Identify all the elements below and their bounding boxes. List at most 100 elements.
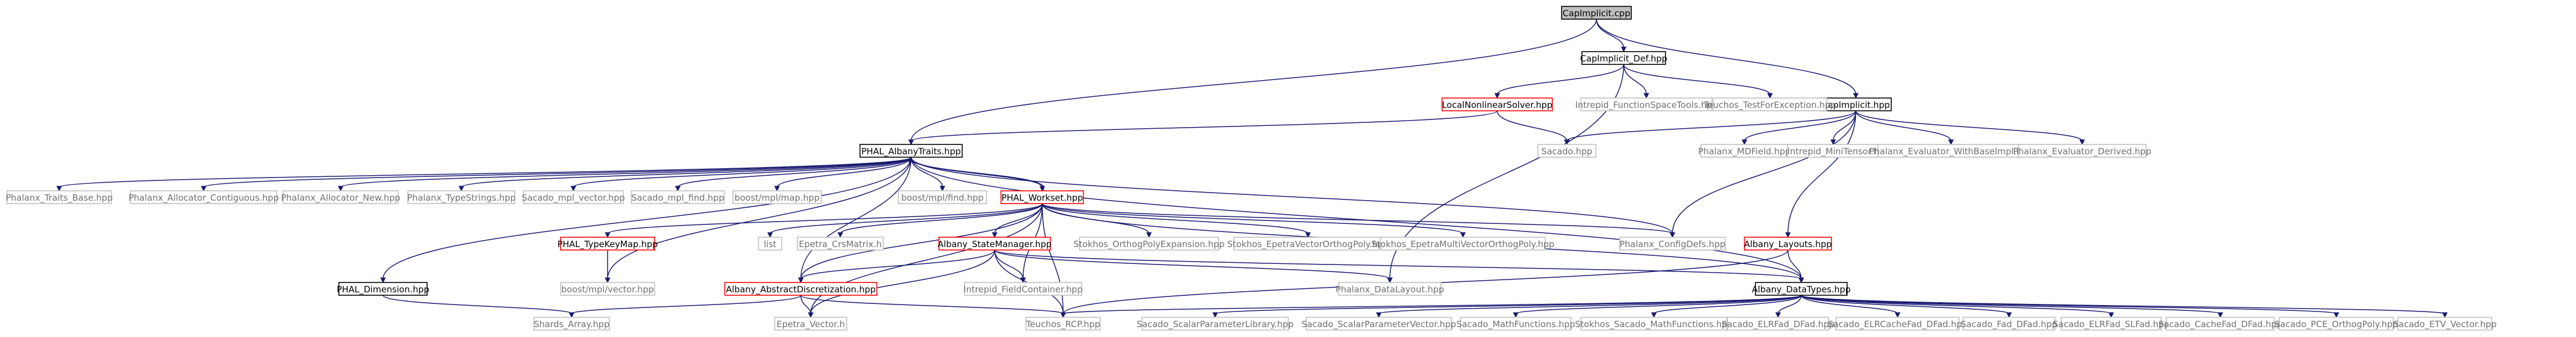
node-label: list [764, 239, 776, 249]
node-sacado-mpl-vector-hpp: Sacado_mpl_vector.hpp [522, 190, 625, 204]
node-epetra-crsmatrix-h: Epetra_CrsMatrix.h [797, 237, 884, 251]
node-box [523, 190, 624, 204]
node-sacado-scalarparameterlibrary-hpp: Sacado_ScalarParameterLibrary.hpp [1137, 317, 1294, 331]
node-capimplicit-def-hpp[interactable]: CapImplicit_Def.hpp [1580, 51, 1667, 65]
node-label: Sacado_ELRCacheFad_DFad.hpp [1828, 319, 1968, 330]
node-intrepid-fieldcontainer-hpp: Intrepid_FieldContainer.hpp [963, 282, 1083, 296]
node-box [2397, 317, 2492, 331]
node-label: Intrepid_MiniTensor.h [1787, 146, 1879, 157]
node-label: Sacado_mpl_vector.hpp [522, 193, 625, 204]
edge-albany_abstractdiscretization_hpp-to-epetra_vector_h [800, 295, 814, 318]
node-label: Intrepid_FunctionSpaceTools.hpp [1575, 100, 1717, 111]
edge-capimplicit_cpp-to-capimplicit_def_hpp [1596, 19, 1627, 53]
node-boost-mpl-map-hpp: boost/mpl/map.hpp [732, 190, 822, 204]
node-label: Epetra_CrsMatrix.h [799, 239, 882, 250]
node-phal-typekeymap-hpp[interactable]: PHAL_TypeKeyMap.hpp [557, 237, 658, 251]
node-box [797, 237, 884, 251]
edge-albany_layouts_hpp-to-albany_datatypes_hpp [1787, 249, 1804, 284]
node-label: Sacado_CacheFad_DFad.hpp [2158, 319, 2282, 330]
edge-phal_dimension_hpp-to-shards_array_hpp [382, 295, 575, 318]
node-teuchos-rcp-hpp: Teuchos_RCP.hpp [1025, 317, 1101, 331]
node-label: boost/mpl/find.hpp [901, 193, 984, 203]
node-albany-abstractdiscretization-hpp[interactable]: Albany_AbstractDiscretization.hpp [724, 282, 877, 296]
edge-albany_datatypes_hpp-to-sacado_scalarparameterlibrary_hpp [1212, 295, 1802, 318]
edge-phal_albanytraits_hpp-to-albany_abstractdiscretization_hpp [798, 157, 912, 284]
node-box [631, 190, 725, 204]
node-label: Sacado_MathFunctions.hpp [1457, 319, 1576, 330]
node-boost-mpl-find-hpp: boost/mpl/find.hpp [898, 190, 987, 204]
node-label: PHAL_AlbanyTraits.hpp [861, 146, 960, 157]
node-label: Phalanx_ConfigDefs.hpp [1620, 239, 1725, 250]
node-phalanx-datalayout-hpp: Phalanx_DataLayout.hpp [1335, 282, 1444, 296]
node-sacado-elrfad-slfad-hpp: Sacado_ELRFad_SLFad.hpp [2053, 317, 2170, 331]
node-phalanx-traits-base-hpp: Phalanx_Traits_Base.hpp [6, 190, 113, 204]
node-sacado-etv-vector-hpp: Sacado_ETV_Vector.hpp [2393, 317, 2496, 331]
node-box [724, 282, 877, 296]
node-label: PHAL_TypeKeyMap.hpp [557, 239, 657, 250]
node-localnonlinearsolver-hpp[interactable]: LocalNonlinearSolver.hpp [1441, 97, 1553, 111]
node-phalanx-configdefs-hpp: Phalanx_ConfigDefs.hpp [1619, 237, 1726, 251]
node-phal-albanytraits-hpp[interactable]: PHAL_AlbanyTraits.hpp [859, 144, 963, 158]
node-phalanx-evaluator-withbaseimpl-hpp: Phalanx_Evaluator_WithBaseImpl.hpp [1869, 144, 2033, 158]
node-phal-dimension-hpp[interactable]: PHAL_Dimension.hpp [337, 282, 429, 296]
node-epetra-vector-h: Epetra_Vector.h [774, 317, 847, 331]
node-label: PHAL_Dimension.hpp [337, 284, 429, 295]
node-intrepid-minitensor-h: Intrepid_MiniTensor.h [1787, 144, 1880, 158]
node-box [1338, 282, 1441, 296]
node-box [283, 190, 399, 204]
node-albany-layouts-hpp[interactable]: Albany_Layouts.hpp [1744, 237, 1832, 251]
edge-phal_albanytraits_hpp-to-phalanx_traits_base_hpp [56, 157, 912, 192]
node-label: CapImplicit.hpp [1822, 100, 1890, 110]
edge-phal_typekeymap_hpp-to-boost_mpl_vector_hpp [605, 250, 610, 284]
node-box [1537, 144, 1596, 158]
node-label: Epetra_Vector.h [776, 319, 845, 330]
node-label: CapImplicit.cpp [1563, 8, 1630, 19]
node-box [2166, 317, 2275, 331]
node-box [1441, 97, 1553, 111]
edge-phal_workset_hpp-to-stokhos_epetramultivectororthogpoly_hpp [1042, 203, 1466, 238]
node-box [898, 190, 987, 204]
node-box [1460, 317, 1571, 331]
node-box [758, 237, 782, 251]
edge-phal_albanytraits_hpp-to-boost_mpl_map_hpp [774, 157, 912, 192]
node-box [1744, 237, 1832, 251]
node-label: Sacado_ELRFad_DFad.hpp [1722, 319, 1835, 330]
node-label: Sacado_ScalarParameterLibrary.hpp [1137, 319, 1294, 330]
edge-phal_albanytraits_hpp-to-phal_dimension_hpp [380, 157, 912, 284]
node-capimplicit-cpp[interactable]: CapImplicit.cpp [1561, 6, 1632, 20]
node-box [1025, 317, 1101, 331]
node-label: CapImplicit_Def.hpp [1580, 53, 1667, 64]
node-phalanx-typestrings-hpp: Phalanx_TypeStrings.hpp [407, 190, 516, 204]
edge-phal_workset_hpp-to-epetra_vector_h [808, 203, 1043, 318]
edge-layer [56, 19, 2448, 318]
node-label: Sacado_ScalarParameterVector.hpp [1302, 319, 1457, 330]
node-sacado-mathfunctions-hpp: Sacado_MathFunctions.hpp [1457, 317, 1576, 331]
edge-albany_datatypes_hpp-to-sacado_etv_vector_hpp [1801, 295, 2448, 318]
node-phal-workset-hpp[interactable]: PHAL_Workset.hpp [1000, 190, 1084, 204]
node-box [1380, 237, 1546, 251]
edge-albany_statemanager_hpp-to-albany_abstractdiscretization_hpp [798, 249, 995, 284]
node-label: Teuchos_TestForException.hpp [1703, 100, 1836, 111]
node-box [6, 190, 112, 204]
node-intrepid-functionspacetools-hpp: Intrepid_FunctionSpaceTools.hpp [1575, 97, 1718, 111]
edge-albany_statemanager_hpp-to-albany_datatypes_hpp [994, 249, 1804, 284]
node-capimplicit-hpp[interactable]: CapImplicit.hpp [1820, 97, 1892, 111]
edge-phal_albanytraits_hpp-to-phalanx_allocator_new_hpp [338, 157, 912, 192]
node-albany-statemanager-hpp[interactable]: Albany_StateManager.hpp [938, 237, 1052, 251]
edge-albany_datatypes_hpp-to-sacado_pce_orthogpoly_hpp [1801, 295, 2339, 318]
edge-phal_workset_hpp-to-epetra_crsmatrix_h [837, 203, 1043, 238]
node-label: Sacado_mpl_find.hpp [631, 193, 724, 204]
edge-phal_workset_hpp-to-stokhos_epetravectororthogpoly_hpp [1042, 203, 1311, 238]
edge-phal_albanytraits_hpp-to-phal_workset_hpp [911, 157, 1045, 192]
node-box [1963, 317, 2055, 331]
edge-albany_datatypes_hpp-to-stokhos_sacado_mathfunctions_hpp [1651, 295, 1802, 318]
edge-phal_workset_hpp-to-phal_albanytraits_hpp [908, 156, 1045, 191]
edge-albany_abstractdiscretization_hpp-to-shards_array_hpp [569, 295, 801, 318]
edge-phal_albanytraits_hpp-to-phalanx_allocator_contiguous_hpp [201, 157, 912, 192]
node-albany-datatypes-hpp[interactable]: Albany_DataTypes.hpp [1752, 282, 1851, 296]
edge-localnonlinearsolver_hpp-to-sacado_hpp [1497, 110, 1570, 146]
edge-albany_statemanager_hpp-to-phalanx_datalayout_hpp [994, 249, 1393, 284]
node-label: Sacado.hpp [1541, 146, 1592, 157]
edge-capimplicit_hpp-to-albany_layouts_hpp [1785, 110, 1856, 238]
edge-capimplicit_hpp-to-sacado_hpp [1564, 110, 1856, 146]
